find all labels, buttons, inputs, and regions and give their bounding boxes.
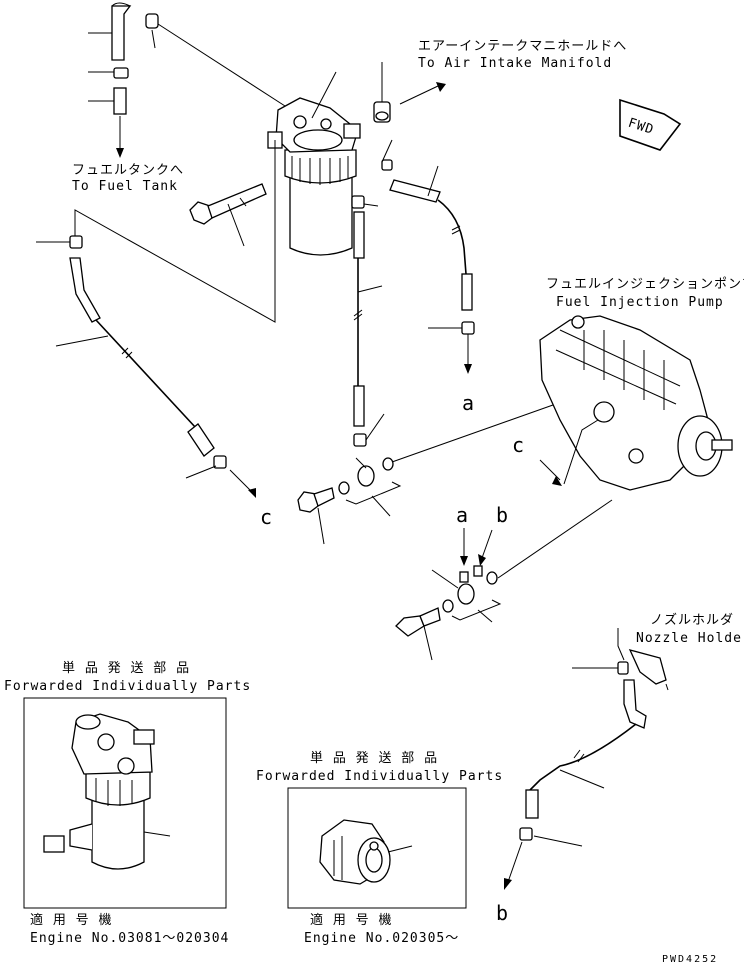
fuel-filter-assembly-old [43,713,171,870]
air-intake-connector [373,62,446,123]
ref-c-arrow [539,459,561,481]
hose-to-c [36,235,256,498]
inset-left-engine-range: Engine No.03081～020304 [30,931,229,946]
nozzle-return-hose [504,628,669,890]
pump-line-b [497,499,613,579]
drawing-code: PWD4252 [662,954,718,965]
banjo-fitting-left [297,393,585,545]
fuel-tank-label-jp: フュエルタンクへ [72,163,184,178]
feed-hose [351,195,385,447]
ref-b-fitting-label: b [496,503,508,527]
ref-c-arrowhead [552,476,562,486]
ref-a-label: a [462,391,474,415]
fwd-label: FWD [626,116,656,138]
inset-left-frame [23,697,227,909]
hose-to-a [381,139,475,374]
fuel-tank-label-en: To Fuel Tank [72,179,178,194]
nozzle-holder-label-jp: ノズルホルダ [650,612,734,628]
air-intake-label-jp: エアーインテークマニホールドへ [418,39,627,54]
inset-right-frame [287,787,467,909]
air-intake-label-en: To Air Intake Manifold [418,56,612,71]
inset-left-applies-jp: 適 用 号 機 [30,912,112,928]
ref-b-label: b [496,901,508,925]
inset-left: 単 品 発 送 部 品 Forwarded Individually Parts… [4,660,251,946]
inset-right-engine-range: Engine No.020305～ [304,931,459,946]
fuel-filter-cartridge-new [319,819,413,885]
ref-c-label: c [260,505,272,529]
injection-pump-label-en: Fuel Injection Pump [556,295,724,310]
fuel-filter [267,71,361,256]
inset-right: 単 品 発 送 部 品 Forwarded Individually Parts… [256,750,503,946]
pump-leader [563,419,599,485]
inset-left-heading-jp: 単 品 発 送 部 品 [62,660,190,676]
mounting-bolt [189,183,267,247]
fuel-injection-pump [539,315,733,491]
ref-a-fitting-label: a [456,503,468,527]
nozzle-holder-label-en: Nozzle Holder [636,631,744,646]
inset-right-applies-jp: 適 用 号 機 [310,912,392,928]
injection-pump-label-jp: フュエルインジェクションポンプ [546,277,744,292]
return-hose-assembly [88,2,286,158]
forward-direction-icon: FWD [619,98,682,151]
inset-left-heading-en: Forwarded Individually Parts [4,679,251,694]
inset-right-heading-jp: 単 品 発 送 部 品 [310,750,438,766]
ref-c-pump-label: c [512,433,524,457]
inset-right-heading-en: Forwarded Individually Parts [256,769,503,784]
banjo-fitting-right [395,528,502,661]
